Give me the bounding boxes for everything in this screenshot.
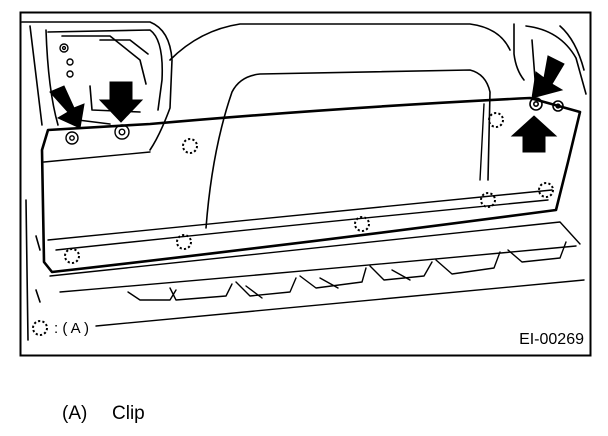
legend: : ( A ): [32, 320, 89, 337]
arrow-up-icon: [510, 115, 558, 153]
caption-text: Clip: [112, 403, 145, 424]
clip-marker: [182, 138, 198, 154]
arrow-down-icon: [531, 55, 565, 99]
bumper-cover: [40, 96, 582, 274]
clip-marker: [538, 182, 554, 198]
clip-symbol-icon: [32, 320, 48, 336]
clip-marker: [480, 192, 496, 208]
clip-marker: [64, 248, 80, 264]
caption-ref: (A): [62, 403, 87, 424]
left-body-panel: [21, 21, 173, 341]
legend-label: : ( A ): [54, 320, 89, 337]
right-body-panel: [513, 23, 587, 112]
trunk-lid-outline: [169, 23, 511, 229]
arrow-down-icon: [49, 85, 85, 129]
arrow-down-icon: [98, 81, 144, 123]
clip-marker: [176, 234, 192, 250]
diagram-frame: [19, 11, 592, 357]
rear-step-panel: [49, 221, 585, 327]
figure-id: EI-00269: [519, 331, 584, 348]
clip-marker: [354, 216, 370, 232]
clip-marker: [488, 112, 504, 128]
arrows: [49, 55, 565, 153]
clip-markers: [64, 112, 554, 264]
